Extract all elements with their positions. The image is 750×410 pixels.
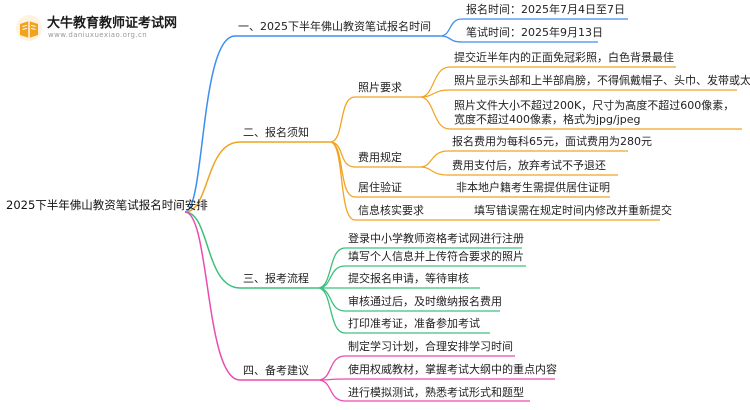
branch-4-item-2: 使用权威教材，掌握考试大纲中的重点内容 — [348, 363, 557, 376]
photo-detail-2: 照片显示头部和上半部肩膀，不得佩戴帽子、头巾、发带或太阳镜 — [454, 74, 750, 87]
branch-3-item-1: 登录中小学教师资格考试网进行注册 — [348, 232, 524, 245]
branch-3-item-2: 填写个人信息并上传符合要求的照片 — [348, 250, 524, 263]
branch-2-item-fee: 费用规定 — [358, 151, 402, 164]
fee-detail-1: 报名费用为每科65元，面试费用为280元 — [452, 135, 652, 148]
branch-4-item-3: 进行模拟测试，熟悉考试形式和题型 — [348, 386, 524, 399]
branch-3-item-5: 打印准考证，准备参加考试 — [348, 317, 480, 330]
connector-root-branch4 — [184, 211, 318, 381]
logo-subtitle: www.daniuxuexiao.org.cn — [48, 31, 148, 39]
branch-2-item-photo: 照片要求 — [358, 81, 402, 94]
mindmap-root: 2025下半年佛山教资笔试报名时间安排 — [6, 198, 208, 212]
connector-branch4-items — [317, 355, 555, 402]
connector-branch3-items — [317, 247, 526, 334]
logo-title: 大牛教育教师证考试网 — [47, 16, 178, 31]
book-icon — [16, 15, 42, 41]
connector-root-branch2 — [184, 141, 330, 213]
branch-1-item-2: 笔试时间：2025年9月13日 — [466, 26, 603, 39]
branch-3-item-3: 提交报名申请，等待审核 — [348, 272, 469, 285]
connector-photo-details — [419, 66, 742, 130]
branch-4-label: 四、备考建议 — [243, 364, 309, 377]
verify-detail: 填写错误需在规定时间内修改并重新提交 — [474, 204, 672, 217]
connector-fee-details — [419, 150, 628, 176]
branch-2-item-residence: 居住验证 — [358, 181, 402, 194]
branch-2-label: 二、报名须知 — [243, 126, 309, 139]
site-logo: 大牛教育教师证考试网 www.daniuxuexiao.org.cn — [14, 11, 234, 47]
connector-root-branch1 — [184, 35, 440, 213]
connector-root-branch3 — [184, 211, 318, 289]
photo-detail-1: 提交近半年内的正面免冠彩照，白色背景最佳 — [454, 51, 674, 64]
branch-3-label: 三、报考流程 — [243, 272, 309, 285]
connector-branch2-items — [329, 96, 440, 221]
connector-branch1-items — [439, 18, 628, 43]
branch-1-item-1: 报名时间：2025年7月4日至7日 — [466, 3, 625, 16]
branch-1-label: 一、2025下半年佛山教资笔试报名时间 — [238, 20, 431, 33]
residence-detail: 非本地户籍考生需提供居住证明 — [456, 181, 610, 194]
branch-3-item-4: 审核通过后，及时缴纳报名费用 — [348, 295, 502, 308]
fee-detail-2: 费用支付后，放弃考试不予退还 — [452, 159, 606, 172]
branch-4-item-1: 制定学习计划，合理安排学习时间 — [348, 340, 513, 353]
branch-2-item-verify: 信息核实要求 — [358, 204, 424, 217]
photo-detail-3: 照片文件大小不超过200K，尺寸为高度不超过600像素，宽度不超过400像素，格… — [454, 99, 735, 126]
